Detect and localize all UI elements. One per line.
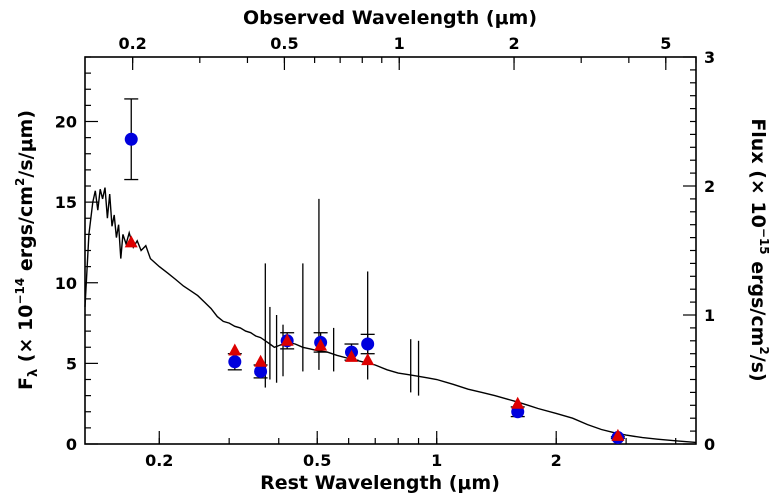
x2-tick-label: 0.2	[118, 34, 146, 53]
red-model-point	[124, 235, 138, 248]
red-model-point	[228, 343, 242, 356]
x2-tick-label: 1	[394, 34, 405, 53]
y2-tick-label: 0	[704, 435, 715, 454]
marks-group	[124, 98, 625, 445]
blue-data-point	[254, 364, 268, 378]
y2-tick-label: 2	[704, 177, 715, 196]
spectrum-group	[84, 187, 697, 444]
spectrum-line	[84, 187, 697, 444]
x2-tick-label: 5	[660, 34, 671, 53]
red-model-point	[345, 349, 358, 362]
y-tick-label: 10	[55, 274, 77, 293]
y-axis-label: Fλ (× 10−14 ergs/cm2/s/μm)	[13, 110, 41, 390]
red-model-point	[361, 353, 375, 366]
red-model-point	[511, 396, 525, 409]
x-tick-label: 2	[551, 451, 562, 470]
plot-frame	[84, 56, 697, 445]
x-axis-label: Rest Wavelength (μm)	[260, 472, 500, 494]
y-tick-label: 20	[55, 113, 77, 132]
red-model-point	[280, 333, 294, 346]
y-tick-label: 0	[66, 435, 77, 454]
y-tick-label: 5	[66, 354, 77, 373]
blue-data-point	[361, 337, 375, 351]
y2-tick-label: 3	[704, 48, 715, 67]
y2-tick-label: 1	[704, 306, 715, 325]
red-model-point	[254, 354, 268, 367]
y2-axis-label: Flux (× 10−15 ergs/cm2/s)	[747, 118, 771, 381]
blue-data-point	[228, 355, 242, 369]
tick-group: 0.2 0.5 1 2 0.2 0.5 1 2 5 0 5 10 15 20 0 1 2 3	[55, 34, 715, 470]
x2-axis-label: Observed Wavelength (μm)	[243, 7, 537, 29]
red-model-point	[611, 428, 625, 441]
x-tick-label: 1	[431, 451, 442, 470]
y-tick-label: 15	[55, 193, 77, 212]
x2-tick-label: 2	[508, 34, 519, 53]
blue-data-point	[124, 132, 138, 146]
x2-tick-label: 0.5	[270, 34, 298, 53]
x-tick-label: 0.2	[145, 451, 173, 470]
x-tick-label: 0.5	[303, 451, 331, 470]
red-model-point	[314, 338, 328, 351]
